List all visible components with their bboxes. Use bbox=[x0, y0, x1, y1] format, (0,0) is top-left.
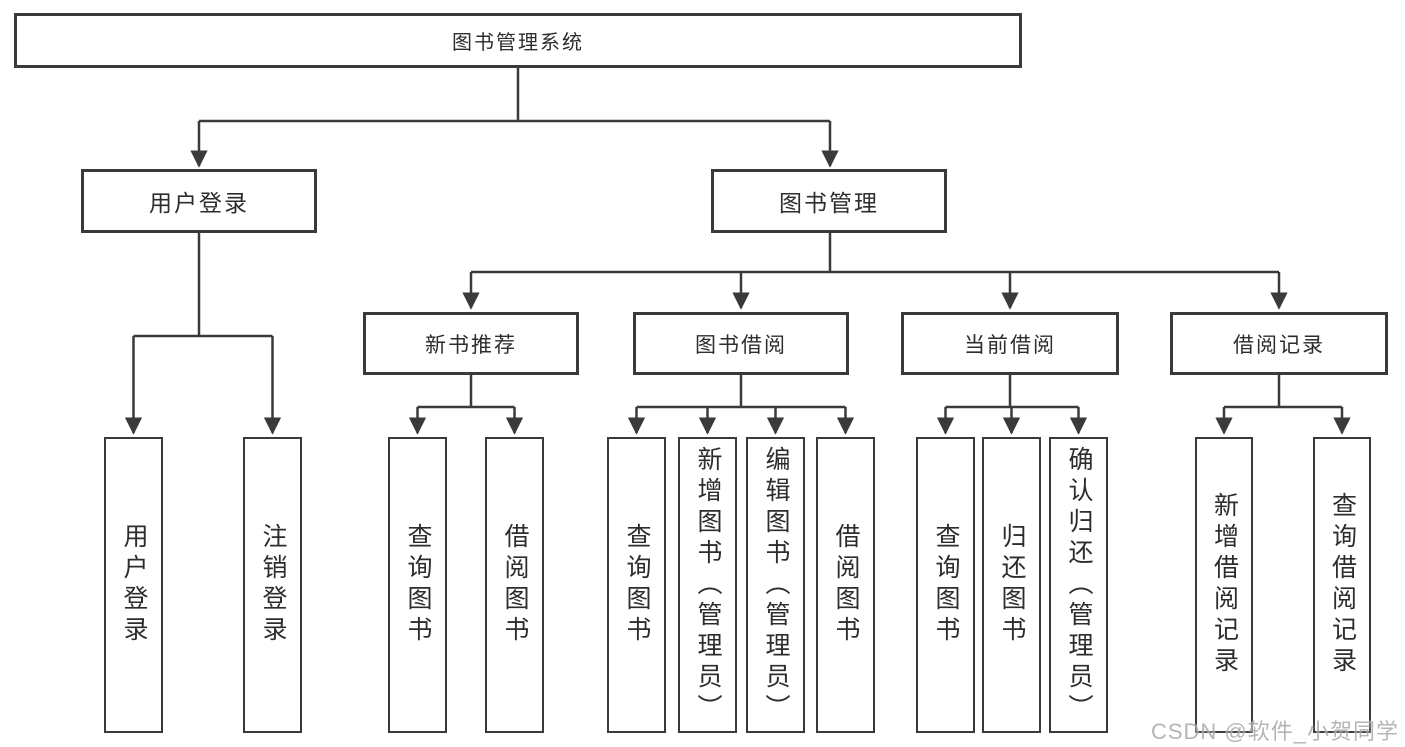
node-label: 用户登录 bbox=[149, 190, 249, 216]
node-user-login-leaf: 用户登录 bbox=[104, 437, 163, 733]
node-label: 新书推荐 bbox=[425, 333, 517, 357]
node-label: 借阅记录 bbox=[1233, 333, 1325, 357]
node-search-borrow-record: 查询借阅记录 bbox=[1313, 437, 1371, 733]
node-borrow-books-recommend: 借阅图书 bbox=[485, 437, 544, 733]
node-label: 当前借阅 bbox=[964, 333, 1056, 357]
node-label: 新增借阅记录 bbox=[1210, 492, 1239, 678]
node-label: 图书管理系统 bbox=[452, 32, 584, 54]
node-label: 图书管理 bbox=[779, 190, 879, 216]
node-book-management: 图书管理 bbox=[711, 169, 947, 233]
node-search-books-recommend: 查询图书 bbox=[388, 437, 447, 733]
node-search-books-borrowing: 查询图书 bbox=[607, 437, 666, 733]
node-label: 新增图书（管理员） bbox=[694, 445, 722, 725]
node-logout: 注销登录 bbox=[243, 437, 302, 733]
node-label: 查询图书 bbox=[404, 523, 432, 647]
node-add-borrow-record: 新增借阅记录 bbox=[1195, 437, 1253, 733]
node-search-books-current: 查询图书 bbox=[916, 437, 975, 733]
node-library-management-system: 图书管理系统 bbox=[14, 13, 1022, 68]
node-current-borrowing: 当前借阅 bbox=[901, 312, 1119, 375]
node-label: 图书借阅 bbox=[695, 333, 787, 357]
node-label: 注销登录 bbox=[259, 523, 287, 647]
node-edit-books-admin: 编辑图书（管理员） bbox=[746, 437, 805, 733]
node-add-books-admin: 新增图书（管理员） bbox=[678, 437, 737, 733]
node-label: 查询借阅记录 bbox=[1328, 492, 1357, 678]
node-borrowing-records: 借阅记录 bbox=[1170, 312, 1388, 375]
node-label: 借阅图书 bbox=[832, 523, 860, 647]
node-user-login: 用户登录 bbox=[81, 169, 317, 233]
node-confirm-return-admin: 确认归还（管理员） bbox=[1049, 437, 1108, 733]
node-return-books: 归还图书 bbox=[982, 437, 1041, 733]
node-label: 借阅图书 bbox=[501, 523, 529, 647]
node-book-borrowing: 图书借阅 bbox=[633, 312, 849, 375]
node-label: 编辑图书（管理员） bbox=[762, 445, 790, 725]
watermark: CSDN @软件_小贺同学 bbox=[1150, 719, 1399, 744]
node-label: 查询图书 bbox=[623, 523, 651, 647]
node-label: 归还图书 bbox=[998, 523, 1026, 647]
node-label: 用户登录 bbox=[120, 523, 148, 647]
node-new-book-recommendation: 新书推荐 bbox=[363, 312, 579, 375]
node-label: 确认归还（管理员） bbox=[1065, 445, 1093, 725]
node-label: 查询图书 bbox=[932, 523, 960, 647]
node-borrow-books: 借阅图书 bbox=[816, 437, 875, 733]
